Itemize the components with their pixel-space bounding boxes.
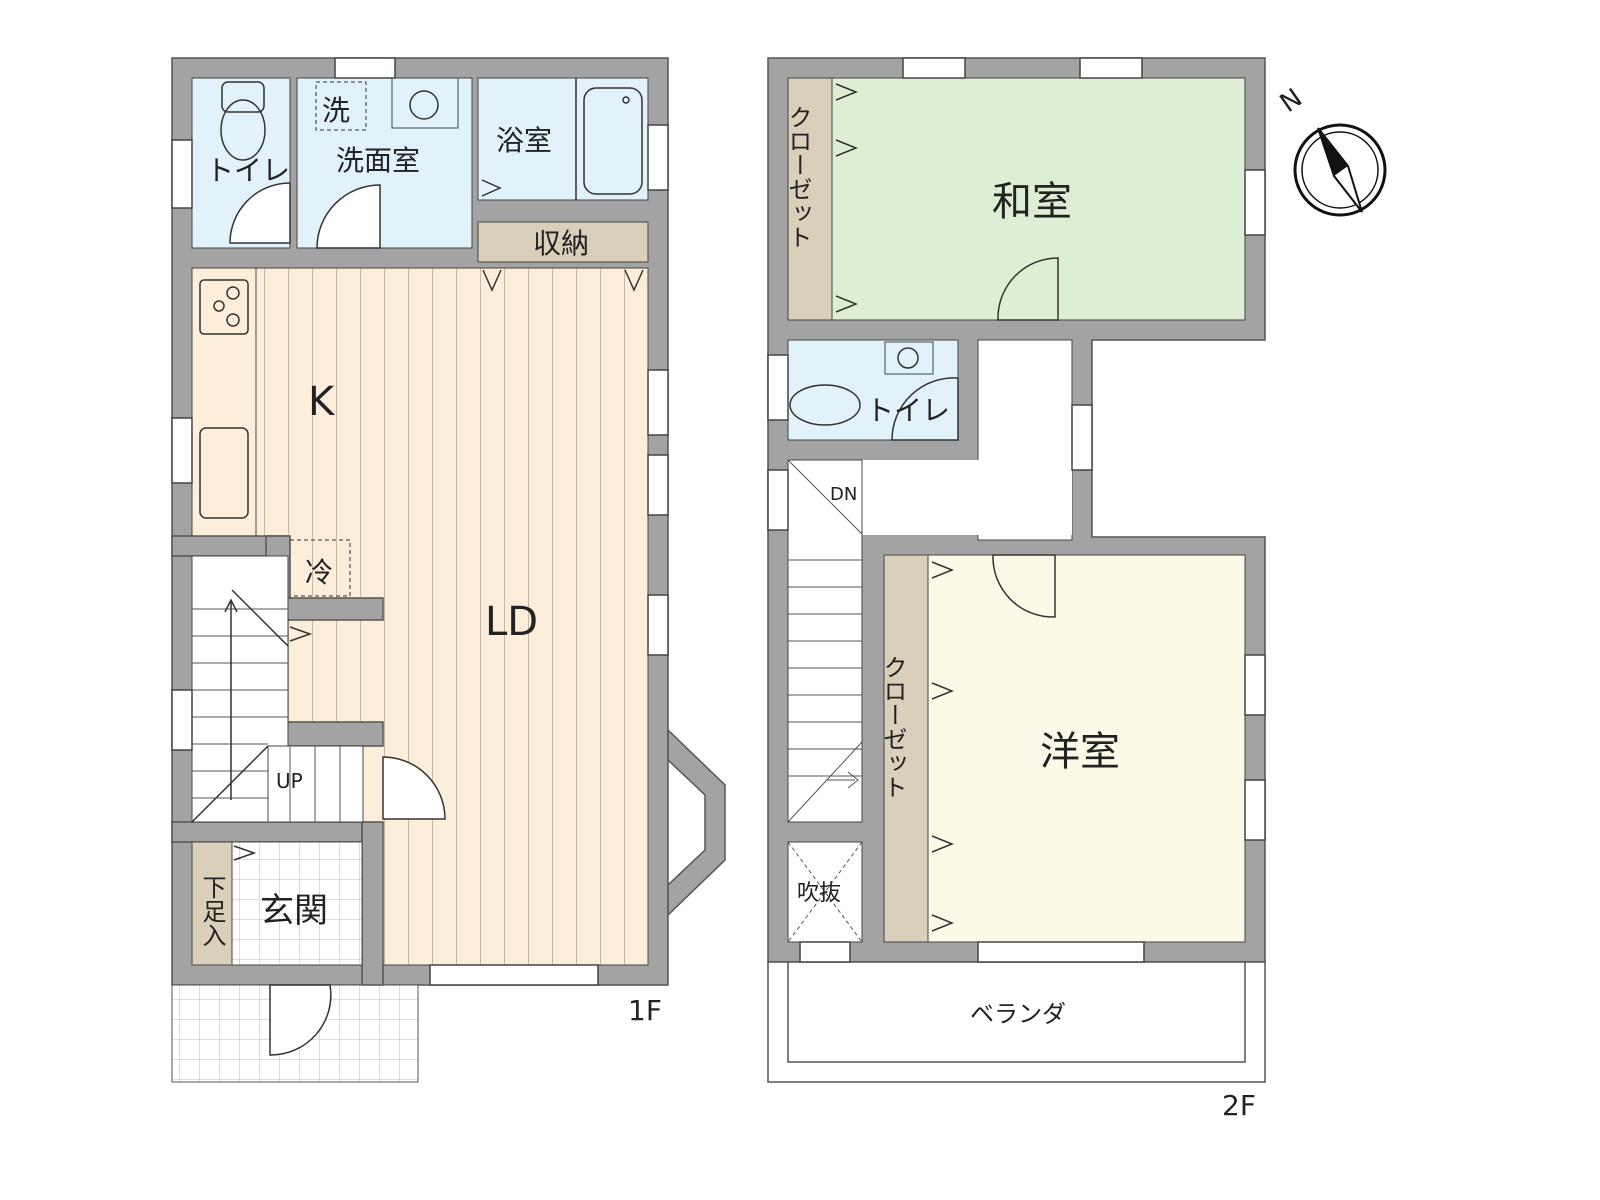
label-storage: 収納 [533,227,589,260]
closet-1 [787,77,833,321]
washer-space [315,81,367,131]
kitchen-sink-icon [199,427,249,519]
windows-1f [171,57,726,986]
closet-door-arrows [233,179,644,861]
label-washer: 洗 [322,94,350,127]
kitchen-counter [191,267,257,537]
floor-1: トイレ 洗面室 洗 浴室 収納 K 冷 LD UP 玄関 下足入 1F [171,57,726,1083]
compass-north-label: N [1275,83,1308,119]
wall [171,821,363,843]
western-room [927,554,1246,943]
label-up: UP [276,769,303,793]
closet-2 [883,554,929,943]
label-closet-2: クローゼット [879,655,907,799]
door-swings [891,257,1059,618]
bathroom [477,77,649,201]
floor2-label: 2F [1222,1089,1256,1122]
label-fridge: 冷 [305,556,333,589]
shoe-cabinet [191,841,233,966]
sink-icon [897,347,919,369]
label-western-room: 洋室 [1040,729,1120,775]
stair-treads [192,608,341,822]
stove-icon [199,279,249,335]
label-bath: 浴室 [496,124,552,157]
floor1-label: 1F [628,994,662,1027]
label-closet-1: クローゼット [784,105,812,249]
label-veranda: ベランダ [970,1000,1066,1028]
label-atrium: 吹抜 [797,881,841,906]
sink-icon [409,90,439,120]
label-kitchen: K [308,379,336,425]
storage [477,221,649,263]
label-dn: DN [830,484,857,505]
windows-2f [767,57,1266,963]
label-entrance: 玄関 [260,891,328,931]
atrium [787,841,863,943]
label-washroom: 洗面室 [336,144,420,177]
closet-door-arrows [835,83,955,932]
label-ld: LD [485,599,538,645]
label-japanese-room: 和室 [992,179,1072,225]
stair-treads [787,459,863,823]
label-toilet-2f: トイレ [866,394,950,427]
label-toilet-1f: トイレ [206,154,290,187]
compass-icon: N [1275,83,1387,217]
stair-arrow-icon [224,598,238,800]
label-shoe-cabinet: 下足入 [198,875,226,947]
wall [361,821,384,986]
toilet-bowl-icon [220,81,266,161]
door-swings [229,182,446,1056]
toilet-bowl-icon [789,384,861,426]
bathtub-icon [583,87,643,195]
sink-counter [391,77,459,129]
floor-2: 和室 クローゼット トイレ DN 洋室 クローゼット 吹抜 ベランダ 2F [767,57,1266,1122]
